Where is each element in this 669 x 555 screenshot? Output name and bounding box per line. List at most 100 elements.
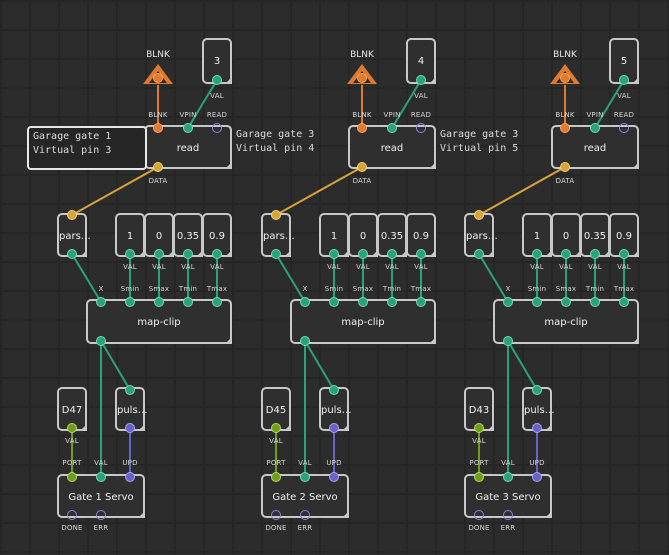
wire-map-pulse[interactable]: [100, 340, 131, 391]
read-data-pin[interactable]: [560, 162, 570, 172]
servo-input-pin-1[interactable]: [300, 472, 310, 482]
read-input-label-2: READ: [613, 111, 635, 119]
wire-map-pulse[interactable]: [304, 340, 335, 391]
port-constant-node[interactable]: D45: [261, 387, 291, 431]
map-input-pin-0[interactable]: [96, 297, 106, 307]
param-output-pin-1[interactable]: [154, 249, 164, 259]
read-data-pin[interactable]: [357, 162, 367, 172]
parse-output-pin[interactable]: [67, 249, 77, 259]
map-input-pin-4[interactable]: [619, 297, 629, 307]
read-input-pin-0[interactable]: [560, 123, 570, 133]
param-output-pin-3[interactable]: [416, 249, 426, 259]
servo-input-pin-0[interactable]: [67, 472, 77, 482]
servo-input-pin-0[interactable]: [474, 472, 484, 482]
map-input-pin-0[interactable]: [503, 297, 513, 307]
servo-output-pin-1[interactable]: [96, 510, 106, 520]
servo-input-pin-2[interactable]: [125, 472, 135, 482]
map-input-pin-0[interactable]: [300, 297, 310, 307]
pulse-output-pin[interactable]: [532, 423, 542, 433]
pulse-output-pin[interactable]: [125, 423, 135, 433]
servo-output-pin-1[interactable]: [503, 510, 513, 520]
read-input-pin-2[interactable]: [619, 123, 629, 133]
pulse-input-pin[interactable]: [532, 385, 542, 395]
port-output-pin[interactable]: [67, 423, 77, 433]
read-input-pin-2[interactable]: [212, 123, 222, 133]
wire-data[interactable]: [71, 166, 159, 216]
param-output-pin-3[interactable]: [619, 249, 629, 259]
map-input-pin-4[interactable]: [416, 297, 426, 307]
servo-input-pin-1[interactable]: [503, 472, 513, 482]
vpin-output-pin[interactable]: [416, 75, 426, 85]
map-output-pin[interactable]: [300, 336, 310, 346]
wire-parse-x[interactable]: [71, 253, 102, 303]
read-input-pin-1[interactable]: [387, 123, 397, 133]
param-output-pin-0[interactable]: [532, 249, 542, 259]
read-input-pin-0[interactable]: [357, 123, 367, 133]
wire-parse-x[interactable]: [478, 253, 509, 303]
node-corner: [284, 250, 291, 257]
wire-data[interactable]: [478, 166, 566, 216]
servo-input-pin-1[interactable]: [96, 472, 106, 482]
map-output-pin[interactable]: [503, 336, 513, 346]
map-input-pin-2[interactable]: [358, 297, 368, 307]
param-output-pin-1[interactable]: [561, 249, 571, 259]
map-output-pin[interactable]: [96, 336, 106, 346]
read-input-pin-1[interactable]: [183, 123, 193, 133]
param-output-pin-0[interactable]: [329, 249, 339, 259]
read-data-pin[interactable]: [153, 162, 163, 172]
blnk-output-pin[interactable]: [560, 73, 570, 83]
servo-input-pin-2[interactable]: [329, 472, 339, 482]
param-output-label-0: VAL: [530, 263, 544, 271]
map-input-pin-2[interactable]: [561, 297, 571, 307]
pulse-output-pin[interactable]: [329, 423, 339, 433]
param-output-pin-2[interactable]: [387, 249, 397, 259]
parse-input-pin[interactable]: [67, 210, 77, 220]
map-input-pin-1[interactable]: [125, 297, 135, 307]
vpin-output-pin[interactable]: [619, 75, 629, 85]
map-input-pin-1[interactable]: [532, 297, 542, 307]
blnk-output-pin[interactable]: [153, 73, 163, 83]
read-input-pin-0[interactable]: [153, 123, 163, 133]
servo-output-pin-0[interactable]: [271, 510, 281, 520]
wire-map-pulse[interactable]: [507, 340, 538, 391]
param-output-pin-0[interactable]: [125, 249, 135, 259]
map-input-pin-4[interactable]: [212, 297, 222, 307]
read-input-pin-1[interactable]: [590, 123, 600, 133]
param-output-pin-2[interactable]: [590, 249, 600, 259]
wire-vpin[interactable]: [594, 79, 625, 129]
wire-data[interactable]: [275, 166, 363, 216]
wire-vpin[interactable]: [391, 79, 422, 129]
map-input-pin-3[interactable]: [387, 297, 397, 307]
map-input-pin-3[interactable]: [590, 297, 600, 307]
wire-parse-x[interactable]: [275, 253, 306, 303]
parse-output-pin[interactable]: [271, 249, 281, 259]
read-input-pin-2[interactable]: [416, 123, 426, 133]
parse-output-pin[interactable]: [474, 249, 484, 259]
pulse-input-pin[interactable]: [329, 385, 339, 395]
servo-input-pin-2[interactable]: [532, 472, 542, 482]
port-output-pin[interactable]: [474, 423, 484, 433]
param-output-pin-3[interactable]: [212, 249, 222, 259]
servo-output-pin-1[interactable]: [300, 510, 310, 520]
parse-input-pin[interactable]: [271, 210, 281, 220]
servo-input-pin-0[interactable]: [271, 472, 281, 482]
servo-output-pin-0[interactable]: [474, 510, 484, 520]
map-input-pin-2[interactable]: [154, 297, 164, 307]
blnk-output-pin[interactable]: [357, 73, 367, 83]
servo-output-label-0: DONE: [265, 524, 287, 532]
map-input-pin-3[interactable]: [183, 297, 193, 307]
wire-vpin[interactable]: [187, 79, 218, 129]
param-output-pin-1[interactable]: [358, 249, 368, 259]
map-input-pin-1[interactable]: [329, 297, 339, 307]
vpin-output-pin[interactable]: [212, 75, 222, 85]
servo-output-pin-0[interactable]: [67, 510, 77, 520]
port-constant-node[interactable]: D43: [464, 387, 494, 431]
param-output-pin-2[interactable]: [183, 249, 193, 259]
parse-input-pin[interactable]: [474, 210, 484, 220]
pulse-input-pin[interactable]: [125, 385, 135, 395]
port-output-pin[interactable]: [271, 423, 281, 433]
